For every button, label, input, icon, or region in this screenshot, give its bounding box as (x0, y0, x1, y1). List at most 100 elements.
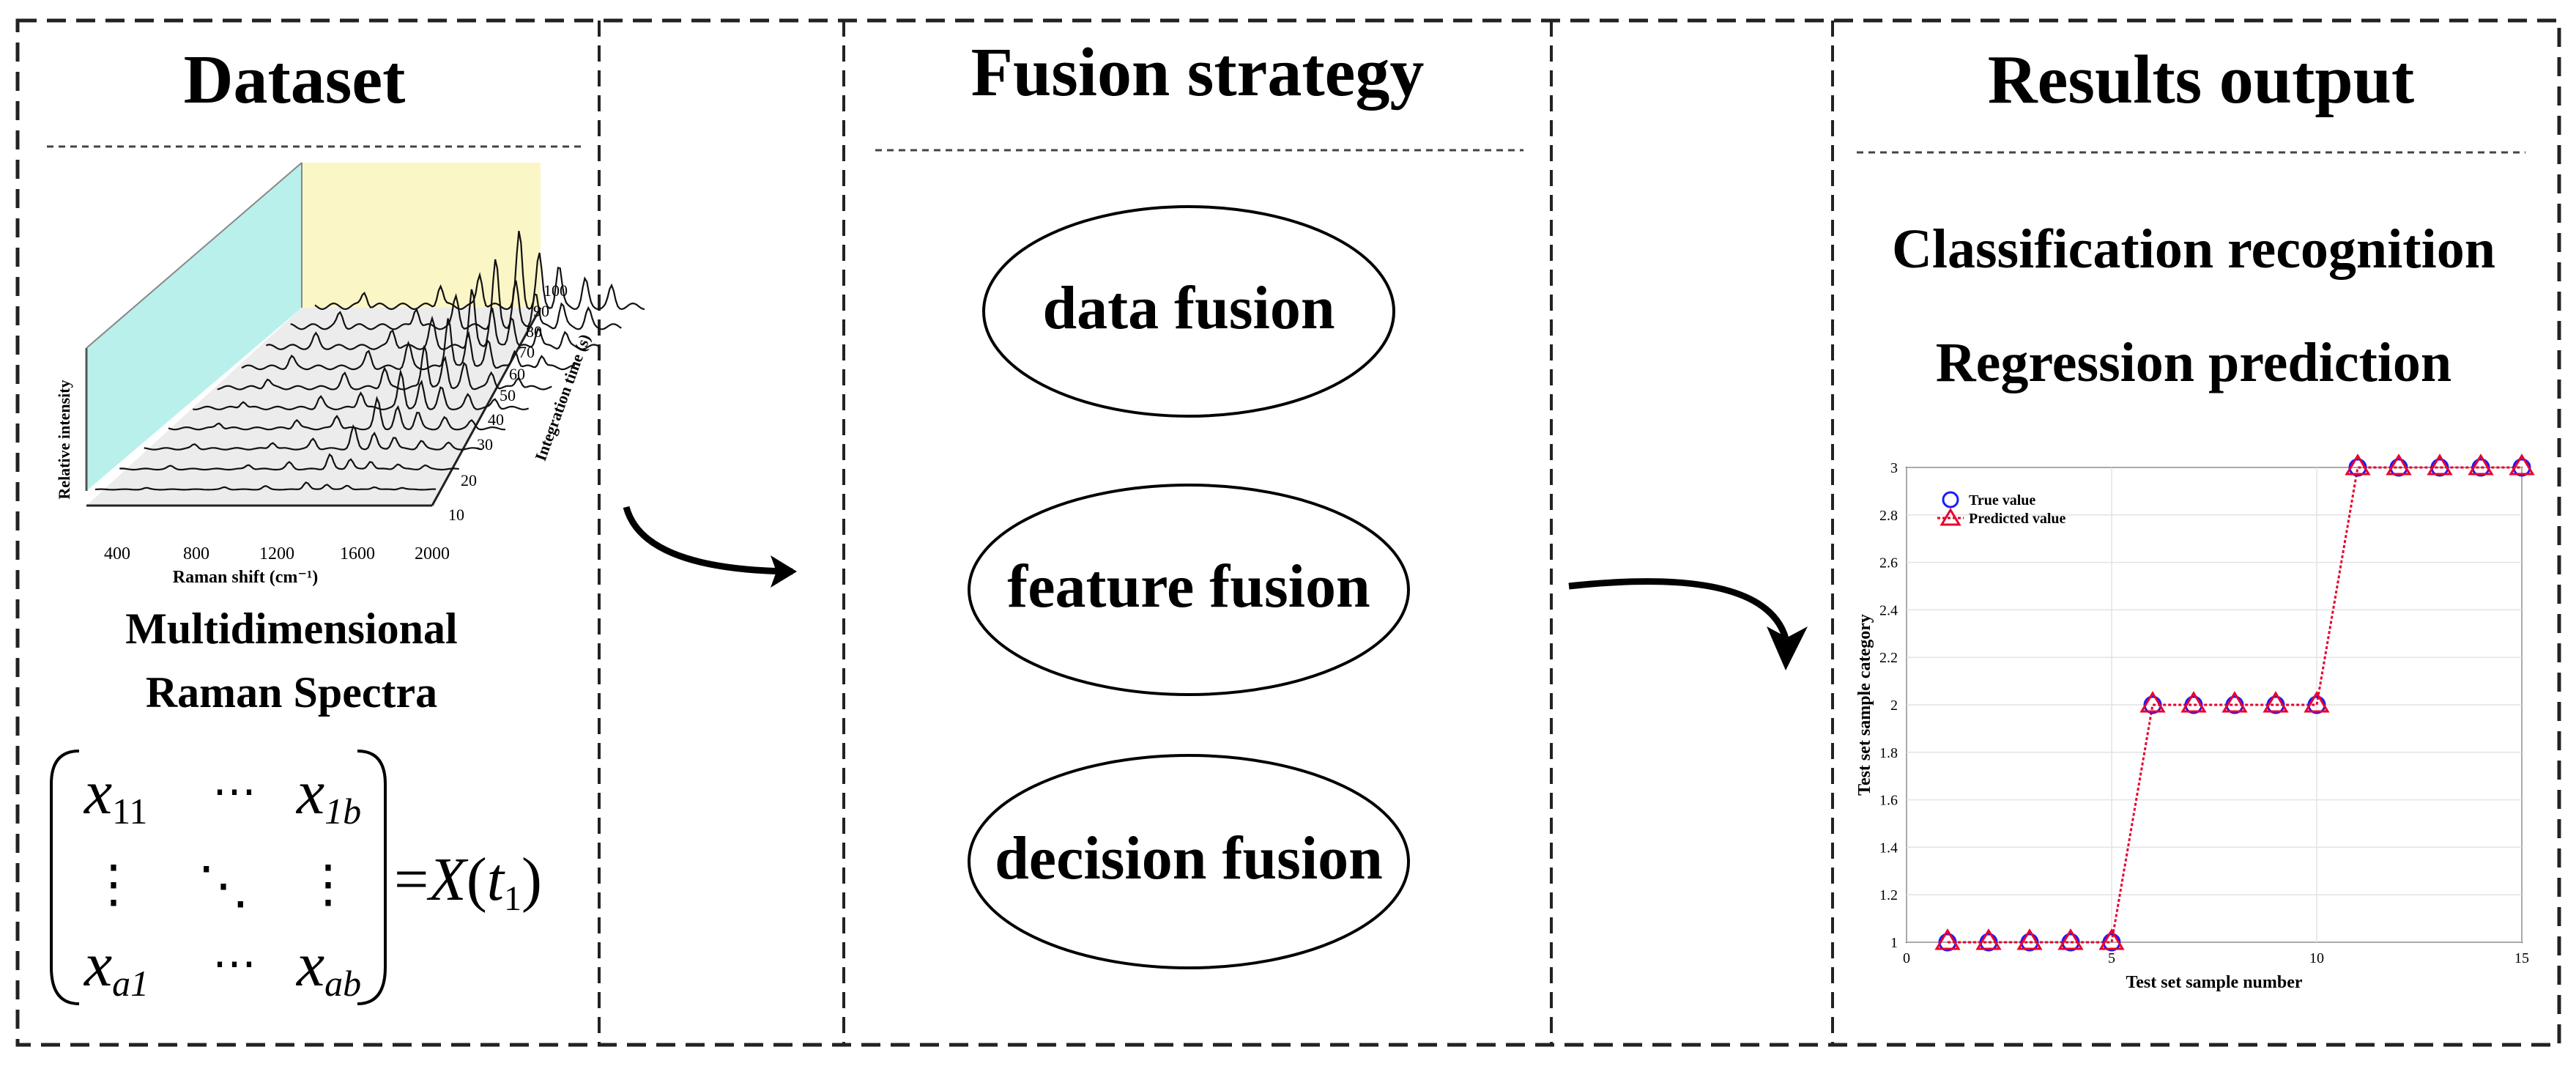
dataset-caption-line2: Raman Spectra (146, 668, 437, 717)
feature-fusion-node (968, 484, 1410, 696)
z-tick-label: 80 (526, 322, 542, 341)
results-line-classification: Classification recognition (1892, 218, 2495, 280)
plot3d-y-axis-label: Relative intensity (55, 380, 73, 499)
x-tick-label: 1200 (259, 544, 294, 563)
fusion-title: Fusion strategy (971, 34, 1425, 111)
decision-fusion-label: decision fusion (995, 824, 1383, 892)
predicted-value-point (2386, 454, 2412, 476)
dataset-caption-line1: Multidimensional (125, 604, 457, 653)
results-line-regression: Regression prediction (1936, 332, 2451, 393)
results-title: Results output (1988, 42, 2414, 118)
legend-marker-predicted (1940, 508, 1961, 526)
x-tick-label: 2000 (415, 544, 450, 563)
predicted-value-point (2509, 454, 2535, 476)
spectrum-line (217, 345, 552, 391)
z-tick-label: 30 (477, 435, 493, 454)
predicted-value-point (2057, 928, 2084, 950)
y-tick-label: 1.8 (1879, 745, 1898, 761)
y-tick-label: 3 (1890, 460, 1898, 476)
z-tick-label: 50 (500, 386, 516, 404)
data-fusion-node (982, 205, 1395, 418)
chart-legend: True value Predicted value (1937, 491, 2066, 527)
y-tick-label: 1.2 (1879, 887, 1898, 903)
z-tick-label: 20 (461, 471, 477, 489)
y-tick-label: 2.2 (1879, 650, 1898, 666)
results-panel: Results output Classification recognitio… (1855, 42, 2535, 992)
matrix-vdots-left: ⋮ (88, 857, 139, 913)
matrix-entry-x11: x11 (83, 757, 147, 832)
plot-frame-line (86, 162, 302, 349)
matrix-equation: x11 ⋯ x1b ⋮ ⋱ ⋮ xa1 ⋯ xab =X(t1) (50, 750, 542, 1005)
y-tick-label: 2.6 (1879, 555, 1898, 572)
y-tick-label: 1.6 (1879, 793, 1898, 809)
spectrum-line (144, 424, 483, 451)
plot3d-x-axis-label: Raman shift (cm⁻¹) (173, 568, 319, 587)
chart-x-axis-label: Test set sample number (2126, 973, 2302, 992)
z-tick-label: 10 (448, 506, 464, 524)
predicted-value-point (1975, 928, 2002, 950)
y-tick-label: 2.4 (1879, 602, 1898, 618)
spectra-lines (94, 231, 645, 491)
plot-back-wall (302, 163, 541, 308)
predicted-value-point (2139, 691, 2166, 713)
arrow-fusion-to-results (1568, 578, 1791, 646)
matrix-ddots: ⋱ (198, 858, 249, 914)
chart-y-axis-label: Test set sample category (1855, 614, 1874, 796)
matrix-entry-xa1: xa1 (83, 929, 149, 1004)
x-tick-label: 10 (2309, 950, 2324, 966)
predicted-value-point (2016, 928, 2043, 950)
spectrum-line (119, 453, 459, 471)
arrow-head-1 (771, 555, 797, 588)
data-fusion-label: data fusion (1042, 274, 1335, 342)
chart-grid (1906, 467, 2523, 943)
dataset-title: Dataset (184, 42, 406, 118)
legend-label-predicted: Predicted value (1969, 511, 2066, 527)
predicted-value-point (2304, 691, 2330, 713)
outer-frame (15, 18, 2561, 1047)
predicted-value-point (2345, 454, 2371, 476)
predicted-value-point (2427, 454, 2453, 476)
chart-markers (1934, 454, 2535, 952)
matrix-right-paren (357, 750, 387, 1005)
predicted-value-point (2098, 928, 2125, 950)
matrix-entry-xab: xab (295, 929, 361, 1004)
matrix-vdots-right: ⋮ (302, 857, 354, 913)
matrix-hdots-top: ⋯ (212, 767, 256, 815)
matrix-hdots-bottom: ⋯ (212, 939, 256, 988)
matrix-rhs: =X(t1) (394, 846, 542, 918)
spectrum-line (168, 396, 505, 431)
feature-fusion-label: feature fusion (1007, 552, 1370, 621)
spectrum-line (314, 231, 645, 311)
plot3d-z-axis-label: Integration time (s) (531, 332, 594, 464)
plot-tick-labels: 400 800 1200 1600 2000 10 20 30 40 50 60… (104, 281, 568, 563)
x-tick-label: 800 (183, 544, 209, 563)
x-tick-label: 1600 (340, 544, 375, 563)
predicted-value-point (2263, 691, 2289, 713)
z-tick-label: 90 (533, 302, 549, 320)
y-tick-label: 2 (1890, 698, 1898, 714)
arrow-dataset-to-fusion (623, 506, 794, 575)
legend-label-true: True value (1969, 492, 2035, 508)
x-tick-label: 400 (104, 544, 130, 563)
fusion-panel: Fusion strategy data fusion feature fusi… (875, 34, 1523, 969)
plot-left-wall (86, 163, 302, 491)
z-tick-label: 70 (519, 343, 535, 361)
arrow-head-2 (1767, 626, 1808, 670)
chart-series-lines (1948, 466, 2522, 944)
z-tick-label: 60 (509, 365, 525, 383)
z-tick-label: 100 (543, 281, 568, 300)
predicted-value-point (1934, 928, 1961, 950)
spectrum-line (193, 369, 530, 411)
predicted-series-line (1948, 466, 2522, 944)
decision-fusion-node (968, 754, 1410, 969)
y-tick-label: 2.8 (1879, 508, 1898, 524)
predicted-value-point (2180, 691, 2207, 713)
predicted-value-point (2468, 454, 2494, 476)
spectrum-line (241, 318, 576, 371)
raman-3d-plot: 400 800 1200 1600 2000 10 20 30 40 50 60… (55, 162, 645, 587)
matrix-entry-x1b: x1b (295, 757, 361, 832)
z-tick-label: 40 (488, 410, 504, 429)
